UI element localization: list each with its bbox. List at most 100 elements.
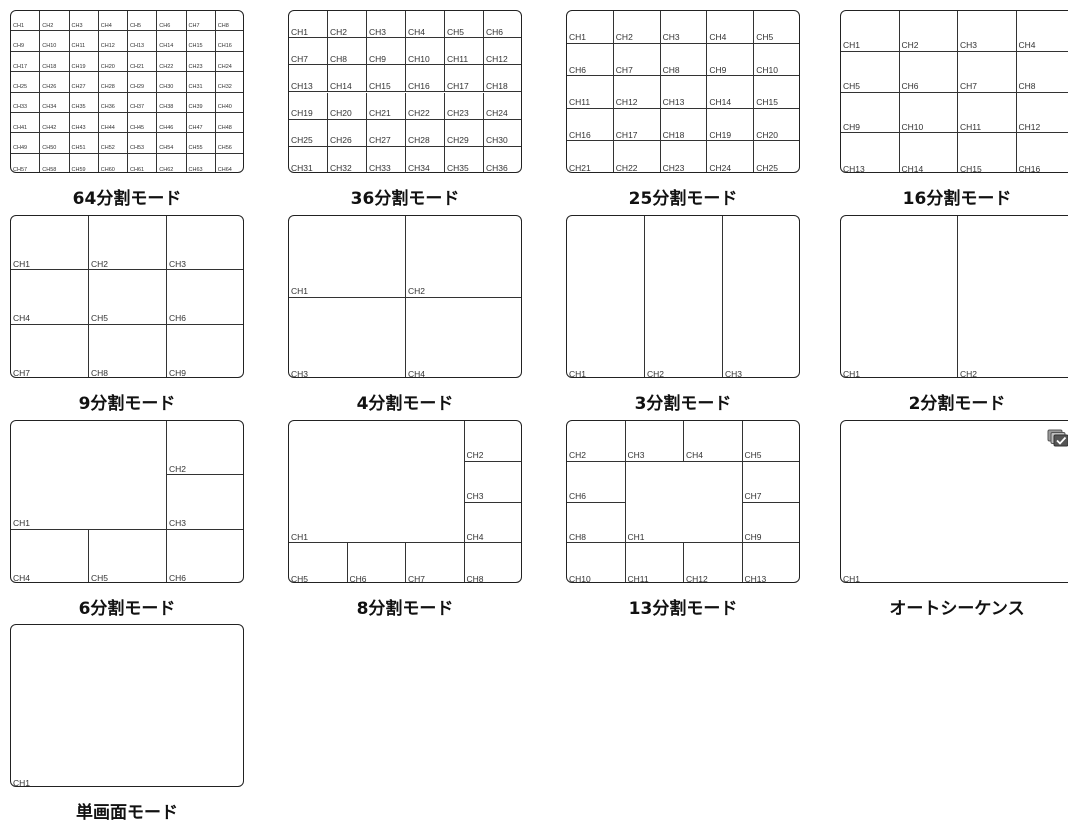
channel-label: CH60 bbox=[101, 168, 115, 174]
channel-cell: CH56 bbox=[216, 133, 244, 153]
channel-label: CH22 bbox=[408, 109, 430, 118]
channel-label: CH20 bbox=[101, 65, 115, 71]
channel-label: CH4 bbox=[101, 24, 112, 30]
channel-cell: CH6 bbox=[567, 44, 614, 77]
channel-label: CH8 bbox=[467, 575, 484, 584]
mode-caption: オートシーケンス bbox=[840, 594, 1068, 619]
channel-cell: CH18 bbox=[40, 52, 69, 72]
channel-label: CH21 bbox=[369, 109, 391, 118]
channel-label: CH20 bbox=[330, 109, 352, 118]
channel-cell: CH4 bbox=[707, 11, 754, 44]
channel-label: CH30 bbox=[159, 85, 173, 91]
channel-cell: CH14 bbox=[707, 76, 754, 109]
channel-label: CH13 bbox=[745, 575, 767, 584]
channel-cell: CH22 bbox=[406, 93, 445, 120]
panel-single: CH1 単画面モード bbox=[10, 624, 244, 824]
channel-label: CH26 bbox=[330, 136, 352, 145]
channel-cell: CH60 bbox=[99, 154, 128, 173]
channel-label: CH2 bbox=[960, 370, 977, 379]
channel-cell: CH4 bbox=[1017, 11, 1068, 52]
channel-label: CH12 bbox=[486, 55, 508, 64]
channel-cell: CH7 bbox=[958, 52, 1017, 93]
channel-cell: CH1 bbox=[841, 421, 1068, 583]
channel-cell: CH62 bbox=[157, 154, 186, 173]
channel-cell: CH21 bbox=[567, 141, 614, 173]
channel-cell: CH58 bbox=[40, 154, 69, 173]
channel-label: CH7 bbox=[13, 369, 30, 378]
channel-cell: CH55 bbox=[187, 133, 216, 153]
channel-label: CH1 bbox=[13, 260, 30, 269]
channel-cell: CH4 bbox=[99, 11, 128, 31]
channel-label: CH4 bbox=[467, 533, 484, 542]
channel-cell: CH16 bbox=[567, 109, 614, 142]
channel-cell: CH22 bbox=[614, 141, 661, 173]
channel-cell: CH10 bbox=[567, 543, 626, 583]
channel-label: CH1 bbox=[291, 533, 308, 542]
channel-label: CH2 bbox=[902, 41, 919, 50]
channel-label: CH61 bbox=[130, 168, 144, 174]
channel-cell: CH16 bbox=[216, 31, 244, 51]
channel-cell: CH1 bbox=[567, 11, 614, 44]
channel-cell: CH18 bbox=[484, 65, 522, 92]
channel-label: CH32 bbox=[330, 164, 352, 173]
channel-label: CH36 bbox=[101, 105, 115, 111]
channel-label: CH6 bbox=[350, 575, 367, 584]
channel-cell: CH5 bbox=[89, 270, 167, 324]
mode-caption: 64分割モード bbox=[10, 184, 244, 209]
channel-cell: CH7 bbox=[743, 462, 801, 503]
channel-label: CH1 bbox=[13, 779, 30, 788]
channel-label: CH3 bbox=[169, 260, 186, 269]
channel-label: CH31 bbox=[189, 85, 203, 91]
channel-label: CH13 bbox=[291, 82, 313, 91]
channel-cell: CH30 bbox=[157, 72, 186, 92]
channel-label: CH5 bbox=[447, 28, 464, 37]
channel-cell: CH17 bbox=[11, 52, 40, 72]
mode-caption: 単画面モード bbox=[10, 798, 244, 823]
channel-cell: CH24 bbox=[484, 93, 522, 120]
channel-label: CH62 bbox=[159, 168, 173, 174]
channel-cell: CH1 bbox=[289, 421, 465, 543]
channel-label: CH28 bbox=[101, 85, 115, 91]
channel-cell: CH7 bbox=[289, 38, 328, 65]
channel-label: CH34 bbox=[408, 164, 430, 173]
channel-label: CH19 bbox=[709, 131, 731, 140]
channel-label: CH7 bbox=[291, 55, 308, 64]
channel-cell: CH6 bbox=[167, 530, 244, 583]
channel-label: CH7 bbox=[408, 575, 425, 584]
channel-cell: CH36 bbox=[484, 147, 522, 173]
channel-cell: CH64 bbox=[216, 154, 244, 173]
channel-label: CH3 bbox=[725, 370, 742, 379]
channel-label: CH29 bbox=[447, 136, 469, 145]
channel-cell: CH11 bbox=[567, 76, 614, 109]
channel-label: CH16 bbox=[408, 82, 430, 91]
channel-label: CH7 bbox=[189, 24, 200, 30]
channel-label: CH16 bbox=[569, 131, 591, 140]
channel-cell: CH20 bbox=[328, 93, 367, 120]
panel-auto: CH1 オートシーケンス bbox=[840, 420, 1068, 620]
channel-cell: CH20 bbox=[754, 109, 800, 142]
channel-label: CH1 bbox=[843, 41, 860, 50]
channel-cell: CH38 bbox=[157, 93, 186, 113]
channel-cell: CH11 bbox=[70, 31, 99, 51]
channel-label: CH50 bbox=[42, 146, 56, 152]
channel-cell: CH57 bbox=[11, 154, 40, 173]
channel-cell: CH8 bbox=[216, 11, 244, 31]
channel-label: CH1 bbox=[13, 519, 30, 528]
channel-label: CH30 bbox=[486, 136, 508, 145]
channel-cell: CH1 bbox=[626, 462, 743, 544]
channel-cell: CH19 bbox=[70, 52, 99, 72]
channel-label: CH10 bbox=[569, 575, 591, 584]
channel-label: CH16 bbox=[1019, 165, 1041, 174]
channel-cell: CH2 bbox=[465, 421, 523, 462]
channel-cell: CH6 bbox=[167, 270, 244, 324]
channel-cell: CH61 bbox=[128, 154, 157, 173]
channel-label: CH33 bbox=[13, 105, 27, 111]
channel-label: CH14 bbox=[902, 165, 924, 174]
channel-label: CH37 bbox=[130, 105, 144, 111]
channel-cell: CH1 bbox=[289, 11, 328, 38]
channel-cell: CH12 bbox=[99, 31, 128, 51]
